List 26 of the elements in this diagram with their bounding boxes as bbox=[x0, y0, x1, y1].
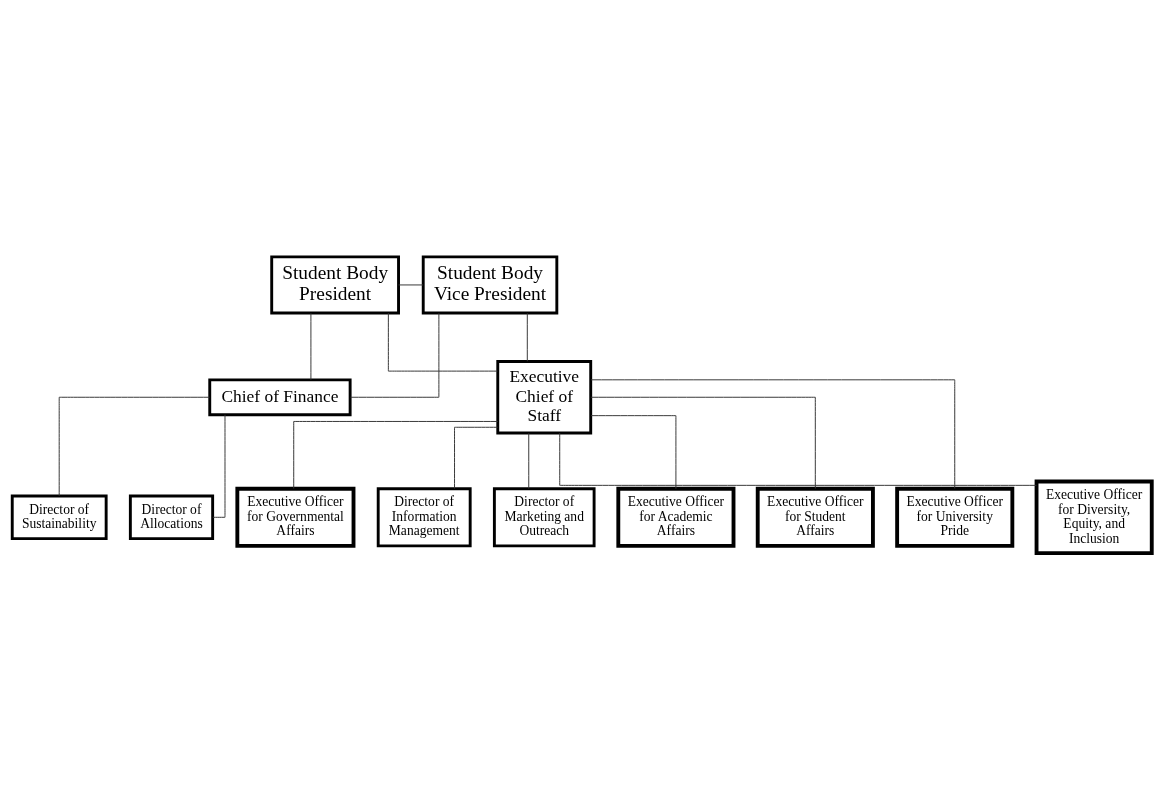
connector bbox=[293, 420, 499, 490]
node-box: Director of Sustainability bbox=[10, 494, 108, 541]
node-box: Executive Officer for Academic Affairs bbox=[616, 486, 736, 548]
connector bbox=[590, 396, 816, 490]
node-box: Executive Officer for Student Affairs bbox=[755, 486, 875, 548]
node-box: Director of Information Management bbox=[376, 487, 472, 548]
connector bbox=[58, 396, 210, 497]
node-box: Director of Marketing and Outreach bbox=[492, 487, 596, 548]
node-box: Director of Allocations bbox=[128, 494, 215, 541]
connector bbox=[398, 284, 424, 286]
connector bbox=[528, 432, 530, 490]
node-box: Executive Officer for Governmental Affairs bbox=[235, 486, 356, 548]
connector bbox=[350, 312, 440, 398]
connector bbox=[559, 432, 1037, 486]
node-box: Executive Officer for Diversity, Equity, and Inclusion bbox=[1034, 479, 1154, 556]
connector bbox=[387, 312, 498, 372]
node-box: Chief of Finance bbox=[208, 378, 352, 417]
connector bbox=[590, 415, 677, 490]
connector bbox=[526, 312, 528, 362]
node-box: Student Body President bbox=[270, 255, 400, 315]
node-box: Executive Chief of Staff bbox=[496, 360, 593, 435]
node-box: Student Body Vice President bbox=[421, 255, 559, 315]
connector bbox=[310, 312, 312, 381]
connector bbox=[454, 426, 499, 490]
connector bbox=[590, 379, 956, 489]
node-box: Executive Officer for University Pride bbox=[895, 486, 1015, 548]
